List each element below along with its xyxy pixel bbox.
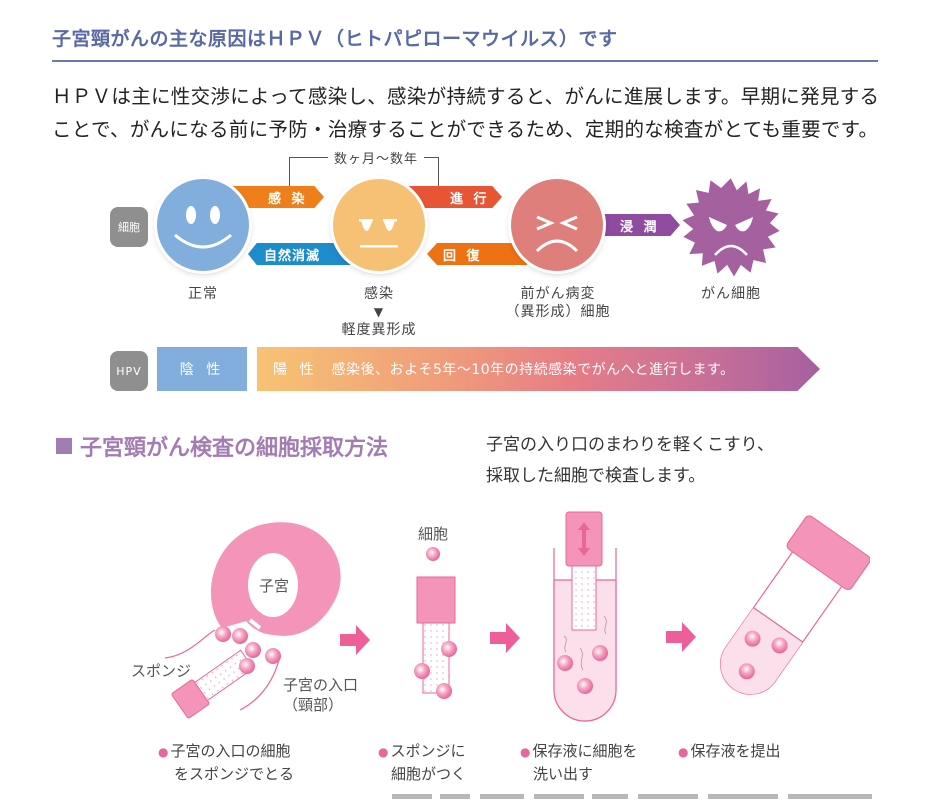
step-caption-3-line1: 保存液に細胞を (532, 742, 638, 760)
step-caption-2: ●スポンジに 細胞がつく (378, 740, 466, 785)
step-caption-3: ●保存液に細胞を 洗い出す (520, 740, 638, 785)
stage-label-precancer-line2: （異形成）細胞 (505, 304, 611, 320)
page-title: 子宮頸がんの主な原因はＨＰＶ（ヒトパピローマウイルス）です (52, 28, 618, 50)
hpv-row-label: HPV (110, 351, 148, 391)
label-sponge: スポンジ (131, 662, 192, 680)
label-cervix-line1: 子宮の入口 (283, 676, 359, 694)
hpv-positive-label: 陽 性 (273, 362, 318, 378)
label-uterus: 子宮 (259, 577, 290, 595)
step-caption-1-line2: をスポンジでとる (174, 765, 295, 783)
label-cell: 細胞 (418, 525, 449, 543)
hpv-positive-bar: 陽 性 感染後、およそ5年～10年の持続感染でがんへと進行します。 (257, 347, 820, 391)
arrow-recovery-label: 回 復 (443, 248, 483, 264)
section-description-line1: 子宮の入り口のまわりを軽くこすり、 (486, 435, 774, 455)
arrow-infection: 感 染 (228, 186, 324, 208)
sponge-with-cells-illustration (405, 545, 475, 705)
step-caption-4: ●保存液を提出 (678, 740, 781, 763)
arrow-invasion-label: 浸 潤 (620, 219, 660, 235)
stage-label-precancer-line1: 前がん病変 (520, 286, 596, 302)
down-triangle-icon: ▼ (373, 305, 385, 319)
precancer-cell-icon (511, 179, 603, 271)
label-cervix-line2: （頸部） (283, 696, 344, 714)
cancer-cell-icon (679, 175, 783, 280)
step-caption-3-line2: 洗い出す (533, 765, 594, 783)
arrow-recovery: 回 復 (427, 243, 527, 265)
stage-label-cancer: がん細胞 (701, 286, 761, 302)
bullet-icon: ● (158, 745, 169, 759)
tube-washing-illustration (550, 510, 620, 730)
bullet-icon: ● (520, 745, 531, 759)
intro-paragraph: ＨＰＶは主に性交渉によって感染し、感染が持続すると、がんに進展します。早期に発見… (52, 80, 892, 146)
intro-line-1: ＨＰＶは主に性交渉によって感染し、感染が持続すると、がんに進展します。早期に発見… (52, 85, 880, 108)
label-cervix: 子宮の入口 （頸部） (283, 675, 358, 715)
stage-label-precancer: 前がん病変 （異形成）細胞 (493, 285, 623, 321)
hpv-positive-description: 感染後、およそ5年～10年の持続感染でがんへと進行します。 (331, 362, 735, 378)
step-caption-1-line1: 子宮の入口の細胞 (170, 742, 291, 760)
section-title-text: 子宮頸がん検査の細胞採取方法 (80, 436, 389, 461)
tilted-tube-illustration (700, 515, 871, 715)
uterus-sponge-illustration (110, 510, 390, 730)
section-description: 子宮の入り口のまわりを軽くこすり、 採取した細胞で検査します。 (486, 430, 774, 492)
truncated-footnote (392, 791, 872, 800)
infected-cell-icon (333, 179, 425, 271)
intro-line-2: ことで、がんになる前に予防・治療することができるため、定期的な検査がとても重要で… (52, 118, 879, 141)
square-bullet-icon (56, 438, 72, 454)
arrow-infection-label: 感 染 (268, 191, 308, 207)
step-caption-1: ●子宮の入口の細胞 をスポンジでとる (158, 740, 294, 785)
step-caption-2-line1: スポンジに (390, 742, 466, 760)
stage-sublabel-mild-dysplasia: 軽度異形成 (341, 322, 417, 338)
cell-row-label: 細胞 (110, 207, 148, 247)
step-caption-4-line1: 保存液を提出 (690, 742, 781, 760)
arrow-natural-clearance-label: 自然消滅 (264, 248, 321, 264)
hpv-negative-bar: 陰 性 (157, 347, 247, 391)
section-title: 子宮頸がん検査の細胞採取方法 (56, 430, 388, 462)
title-divider (52, 60, 878, 62)
section-description-line2: 採取した細胞で検査します。 (486, 466, 706, 486)
stage-label-infected-text: 感染 (364, 286, 394, 302)
arrow-natural-clearance: 自然消滅 (248, 243, 358, 265)
stage-label-infected: 感染 ▼ (339, 285, 419, 321)
arrow-progression: 進 行 (405, 186, 502, 208)
step-arrow-icon (340, 625, 370, 659)
stage-label-normal: 正常 (188, 286, 218, 302)
step-caption-2-line2: 細胞がつく (391, 765, 467, 783)
bullet-icon: ● (678, 745, 689, 759)
arrow-progression-label: 進 行 (450, 191, 490, 207)
bullet-icon: ● (378, 745, 389, 759)
period-label: 数ヶ月～数年 (328, 148, 425, 167)
normal-cell-icon (157, 179, 249, 271)
step-arrow-icon (490, 623, 520, 657)
arrow-invasion: 浸 潤 (600, 214, 680, 236)
step-arrow-icon (666, 622, 696, 656)
